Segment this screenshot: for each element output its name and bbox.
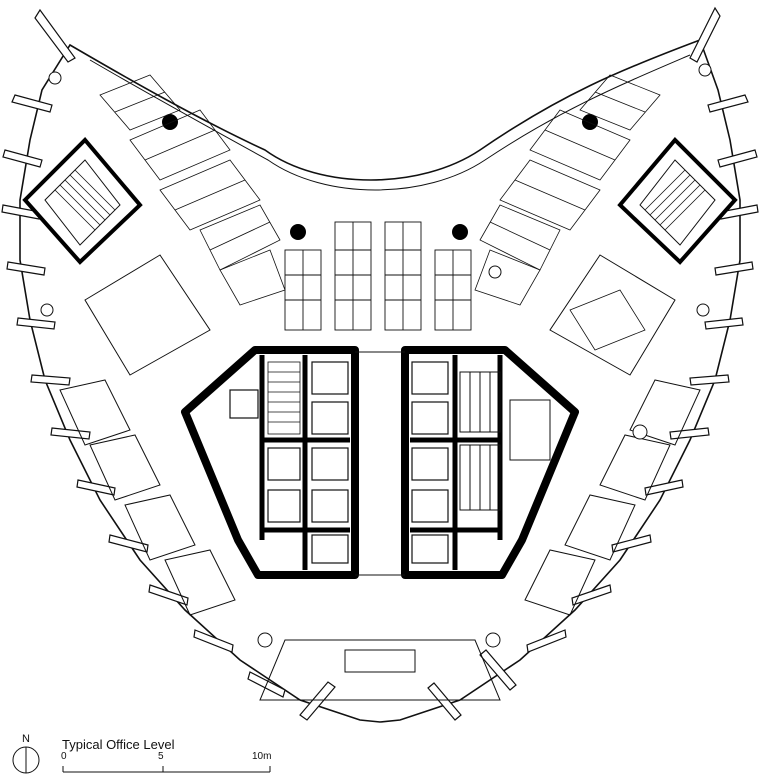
workstations-left-wing [99,74,286,306]
facade-fins [1,6,759,721]
stair-core-left [22,137,143,265]
scale-bar [62,766,271,773]
workstations-right-wing [474,74,661,351]
north-label: N [22,733,30,745]
central-core [181,346,579,579]
workstations-central [284,221,472,331]
facade-outline [19,38,741,723]
scale-label-0: 0 [61,751,67,762]
round-tables [40,63,712,648]
columns [162,114,598,240]
north-arrow [11,737,41,775]
stair-core-right [617,137,738,265]
plan-title: Typical Office Level [62,737,175,752]
scale-label-10m: 10m [252,751,272,762]
office-rooms [59,254,701,701]
scale-label-5: 5 [158,751,164,762]
